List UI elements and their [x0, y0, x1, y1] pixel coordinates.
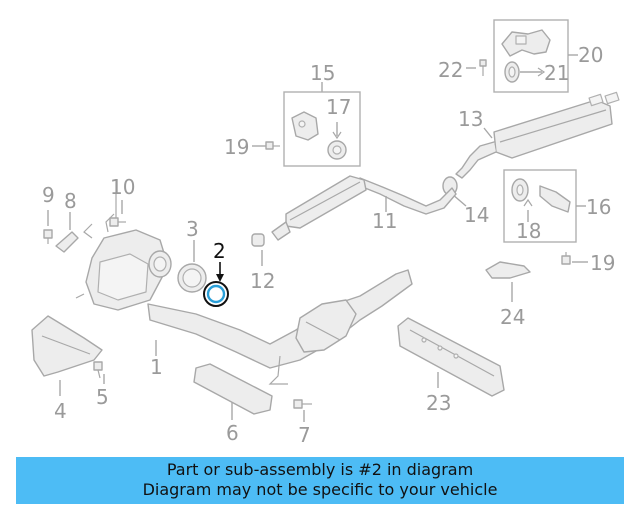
callout-1: 1 — [150, 355, 163, 379]
heat-shield-6 — [193, 363, 273, 420]
callout-5: 5 — [96, 385, 109, 409]
callout-11: 11 — [372, 209, 397, 233]
callout-19-right: 19 — [590, 251, 615, 275]
rear-muffler — [455, 91, 620, 179]
exhaust-system-diagram: 20 22 21 15 17 19 13 16 18 14 19 11 12 2… — [31, 19, 620, 447]
catalytic-converter — [75, 180, 172, 311]
callout-7: 7 — [298, 423, 311, 447]
bolt-19-left — [252, 141, 280, 150]
callout-21: 21 — [544, 61, 569, 85]
callout-9: 9 — [42, 183, 55, 207]
callout-19-left: 19 — [224, 135, 249, 159]
bolt-10 — [109, 200, 126, 227]
bolt-19-right — [561, 252, 588, 265]
callout-18: 18 — [516, 219, 541, 243]
callout-23: 23 — [426, 391, 451, 415]
bolt-9 — [43, 210, 53, 244]
info-banner: Part or sub-assembly is #2 in diagram Di… — [16, 457, 624, 504]
assembly-box-20 — [493, 19, 578, 93]
bracket-24 — [485, 261, 531, 302]
bracket-8 — [55, 212, 79, 253]
callout-15: 15 — [310, 61, 335, 85]
bolt-22 — [466, 59, 487, 76]
clamp-3 — [177, 240, 207, 293]
callout-13: 13 — [458, 107, 483, 131]
hanger-12 — [251, 233, 265, 266]
callout-16: 16 — [586, 195, 611, 219]
callout-4: 4 — [54, 399, 67, 423]
assembly-box-16 — [503, 169, 586, 243]
heat-shield-23 — [397, 317, 505, 397]
bolt-7 — [293, 399, 312, 422]
banner-line-disclaimer: Diagram may not be specific to your vehi… — [142, 480, 498, 499]
intermediate-pipe — [271, 175, 457, 241]
callout-3: 3 — [186, 217, 199, 241]
callout-2[interactable]: 2 — [213, 239, 226, 263]
bolt-5 — [93, 361, 105, 384]
callout-12: 12 — [250, 269, 275, 293]
callout-6: 6 — [226, 421, 239, 445]
front-pipe-converter — [147, 269, 413, 385]
banner-line-part: Part or sub-assembly is #2 in diagram — [166, 460, 474, 479]
callout-24: 24 — [500, 305, 525, 329]
callout-20: 20 — [578, 43, 603, 67]
assembly-box-15 — [283, 82, 361, 167]
callout-14: 14 — [464, 203, 489, 227]
callout-8: 8 — [64, 189, 77, 213]
bracket-4 — [31, 315, 103, 396]
callout-17: 17 — [326, 95, 351, 119]
callout-22: 22 — [438, 58, 463, 82]
gasket-2[interactable] — [203, 262, 229, 307]
callout-10: 10 — [110, 175, 135, 199]
